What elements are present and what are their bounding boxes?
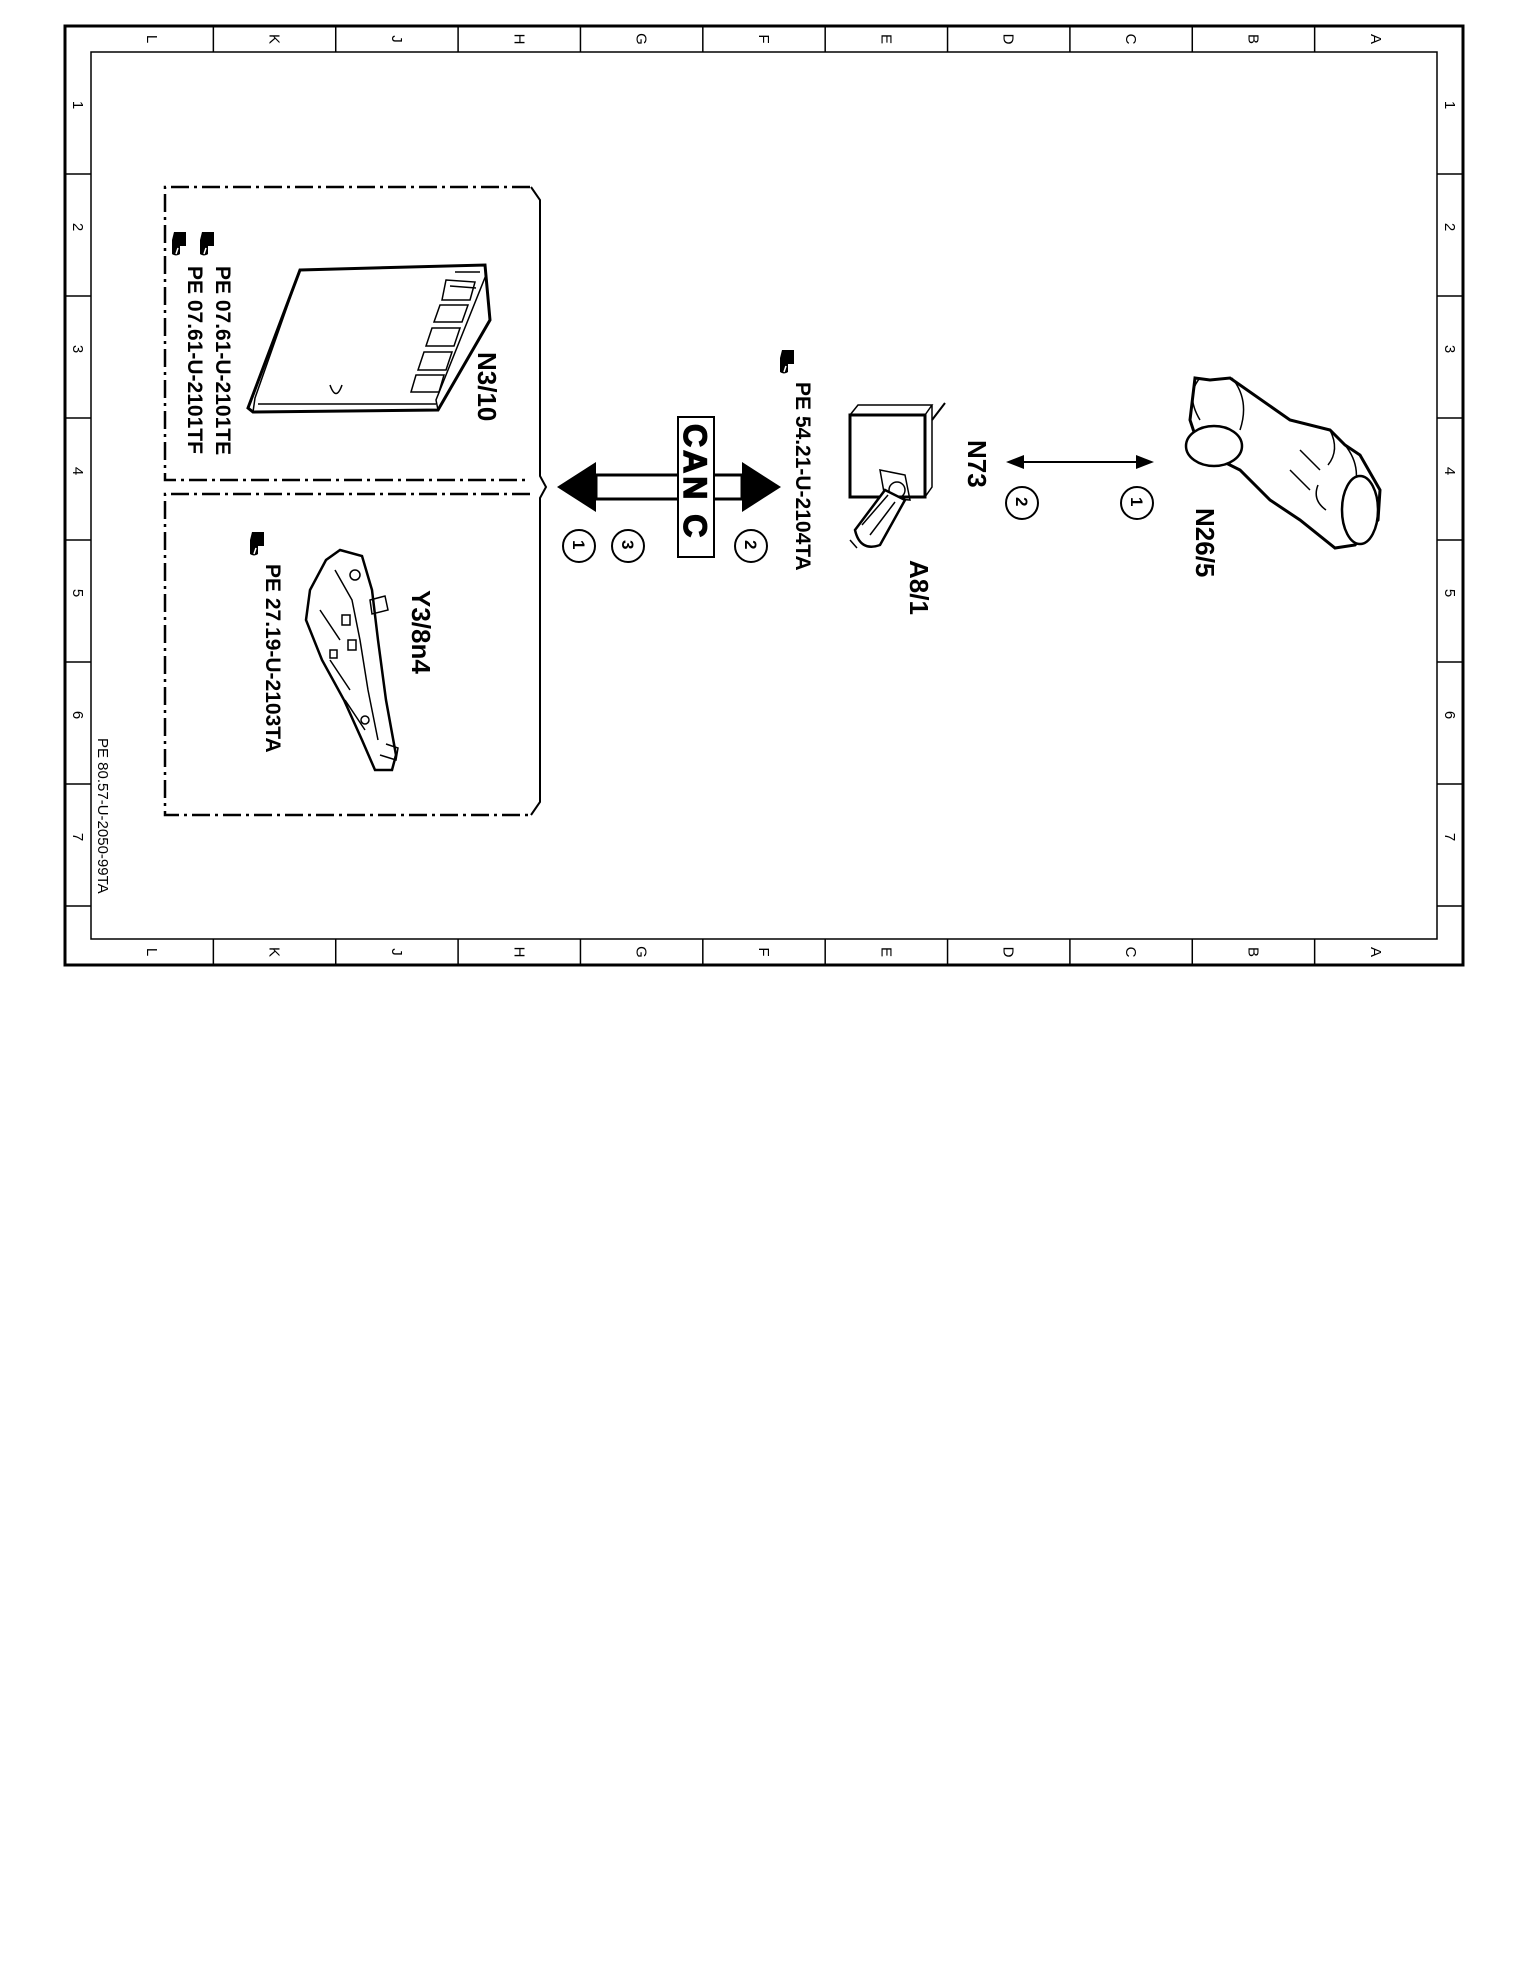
row-number-right: 2 [1441,223,1458,231]
n26-5-module-icon [1184,376,1382,550]
row-number-right: 4 [1441,467,1458,475]
column-letter-top: B [1244,34,1261,44]
column-letter-bottom: J [388,948,405,956]
column-letter-top: A [1367,34,1384,44]
hand-pointer-icon [172,232,186,256]
n26-5-label: N26/5 [1190,508,1220,577]
column-letter-bottom: K [266,947,283,957]
can-c-label: CAN C [677,424,713,540]
column-letter-bottom: C [1122,947,1139,958]
n73-label-group: N73 PE 54.21-U-2104TA A8/1 [780,350,992,615]
transmission-group [163,185,548,817]
link-marker-2-text: 2 [1012,497,1031,506]
link-arrowhead-left [1006,455,1024,469]
column-letter-bottom: F [755,947,772,956]
y3-8n4-label: Y3/8n4 [406,590,436,674]
n3-10-dashed-box [163,185,530,482]
n73-ignition-switch-icon [848,402,946,549]
link-arrowhead-right [1136,455,1154,469]
column-letter-top: J [388,35,405,43]
column-letter-top: H [510,34,527,45]
can-c-bus: CAN C 1 3 2 [557,416,781,563]
row-number-left: 5 [69,589,86,597]
can-bus-arrowhead-right [742,462,781,512]
column-letter-bottom: D [1000,947,1017,958]
y3-8n4-reference: PE 27.19-U-2103TA [261,564,284,753]
column-letter-bottom: G [633,946,650,958]
column-letter-bottom: B [1244,947,1261,957]
column-letter-top: G [633,33,650,45]
can-marker-1: 1 [562,529,596,563]
y3-8n4-dashed-box [163,492,530,817]
row-number-left: 3 [69,345,86,353]
can-marker-1-text: 1 [569,540,588,549]
row-number-left: 1 [69,101,86,109]
column-letter-top: F [755,34,772,43]
row-number-left: 6 [69,711,86,719]
can-marker-3-text: 3 [618,540,637,549]
column-letter-bottom: H [510,947,527,958]
can-marker-2: 2 [734,529,768,563]
column-letter-top: D [1000,34,1017,45]
row-number-right: 6 [1441,711,1458,719]
column-letter-bottom: A [1367,947,1384,957]
hand-pointer-icon [200,232,214,256]
n3-10-reference-2: PE 07.61-U-2101TF [183,266,206,454]
column-letter-top: E [877,34,894,44]
drawing-code: PE 80.57-U-2050-99TA [94,738,111,894]
link-marker-1: 1 [1120,486,1154,520]
can-bus-arrowhead-left [557,462,596,512]
column-letter-bottom: E [877,947,894,957]
column-letter-top: C [1122,34,1139,45]
group-brace [530,186,548,816]
link-marker-1-text: 1 [1127,497,1146,506]
row-number-right: 7 [1441,833,1458,841]
can-marker-3: 3 [611,529,645,563]
row-number-left: 7 [69,833,86,841]
drawing-frame: L L K K J J H H G G F F E E D D C C B B A A 1 1 2 2 3 3 4 4 5 5 6 6 7 7 [63,24,1465,967]
hand-pointer-icon [780,350,794,374]
n73-n26-link: 2 1 [1005,455,1154,520]
column-letter-bottom: L [143,948,160,956]
column-letter-top: L [143,35,160,43]
row-number-right: 1 [1441,101,1458,109]
a8-1-label: A8/1 [904,560,934,615]
column-letter-top: K [266,34,283,44]
row-number-left: 4 [69,467,86,475]
link-marker-2: 2 [1005,486,1039,520]
n3-10-label: N3/10 [472,352,502,421]
row-number-right: 5 [1441,589,1458,597]
n73-reference: PE 54.21-U-2104TA [791,382,814,571]
n73-label: N73 [962,440,992,488]
y3-8n4-valve-body-icon [304,548,399,772]
n3-10-reference-1: PE 07.61-U-2101TE [211,266,234,455]
row-number-left: 2 [69,223,86,231]
y3-8n4-label-group: Y3/8n4 PE 27.19-U-2103TA [250,532,436,753]
hand-pointer-icon [250,532,264,556]
row-number-right: 3 [1441,345,1458,353]
n3-10-control-unit-icon [246,263,492,414]
can-marker-2-text: 2 [741,540,760,549]
n3-10-label-group: N3/10 PE 07.61-U-2101TE PE 07.61-U-2101T… [172,232,502,455]
